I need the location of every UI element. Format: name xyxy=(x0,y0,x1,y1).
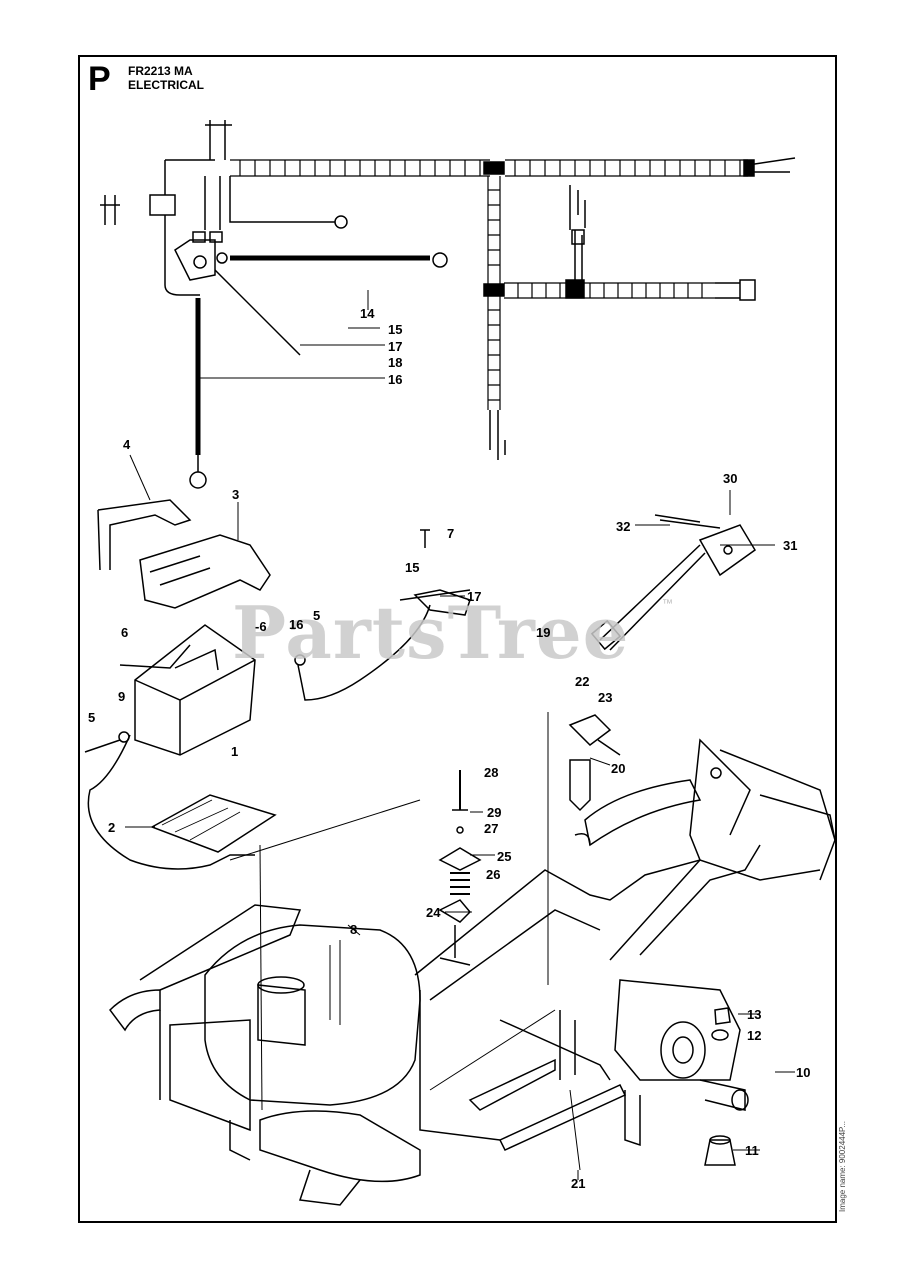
page-letter: P xyxy=(88,60,111,98)
wiring-harness xyxy=(100,120,796,489)
callout-17-mid: 17 xyxy=(467,589,482,604)
callout-7: 7 xyxy=(447,526,455,541)
callout-10: 10 xyxy=(796,1065,811,1080)
callout-4: 4 xyxy=(123,437,131,452)
callout-31: 31 xyxy=(783,538,798,553)
watermark-trademark: ™ xyxy=(662,598,673,610)
callout-12: 12 xyxy=(747,1028,762,1043)
callout-8: 8 xyxy=(350,922,358,937)
callout-22: 22 xyxy=(575,674,590,689)
callout-20: 20 xyxy=(611,761,626,776)
callout-29: 29 xyxy=(487,805,502,820)
callout-24: 24 xyxy=(426,905,441,920)
middle-parts xyxy=(413,514,756,985)
callout-11: 11 xyxy=(745,1143,759,1158)
callout-28: 28 xyxy=(484,765,499,780)
callout-19: 19 xyxy=(536,625,551,640)
diagram-frame xyxy=(78,55,837,1223)
callout-6-left: 6 xyxy=(121,625,129,640)
callout-1: 1 xyxy=(231,744,239,759)
seat-switch-assembly xyxy=(438,770,482,966)
diagram-title: FR2213 MA ELECTRICAL xyxy=(128,64,204,92)
callout-26: 26 xyxy=(486,867,501,882)
callout-27: 27 xyxy=(484,821,499,836)
model-number: FR2213 MA xyxy=(128,64,193,78)
callout-9: 9 xyxy=(118,689,126,704)
callout-5-left: 5 xyxy=(88,710,96,725)
callout-25: 25 xyxy=(497,849,512,864)
callout-16-top: 16 xyxy=(388,372,403,387)
watermark-logo: PartsTree xyxy=(232,590,630,675)
callout-16-mid: 16 xyxy=(289,617,304,632)
callout-21: 21 xyxy=(571,1176,586,1191)
callout-32: 32 xyxy=(616,519,631,534)
callout-2: 2 xyxy=(108,820,116,835)
callout-15-mid: 15 xyxy=(405,560,420,575)
mower-chassis xyxy=(109,738,836,1206)
leader-lines-top xyxy=(200,290,385,379)
callout-18: 18 xyxy=(388,355,403,370)
callout-3: 3 xyxy=(232,487,240,502)
callout-15-top: 15 xyxy=(388,322,403,337)
leader-lines xyxy=(125,454,795,1180)
callout-6-right: -6 xyxy=(255,619,267,634)
callout-30: 30 xyxy=(723,471,738,486)
image-id-text: Image name: 9002444P... xyxy=(838,1120,847,1212)
callout-23: 23 xyxy=(598,690,613,705)
callout-17-top: 17 xyxy=(388,339,403,354)
section-name: ELECTRICAL xyxy=(128,78,204,92)
battery-assembly xyxy=(84,499,471,870)
callout-13: 13 xyxy=(747,1007,762,1022)
callout-14: 14 xyxy=(360,306,375,321)
callout-5-top: 5 xyxy=(313,608,321,623)
